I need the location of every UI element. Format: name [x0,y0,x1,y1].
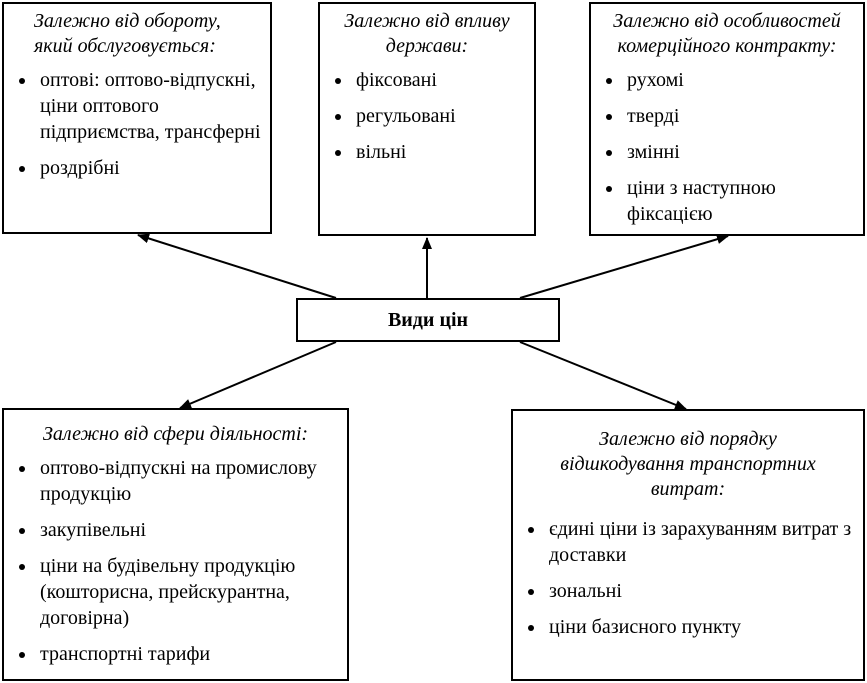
box-state: Залежно від впливу держави: фіксовані рег… [318,2,536,236]
arrow-to-activity [179,341,337,409]
item-list: оптові: оптово-відпускні, ціни оптового … [10,67,264,181]
list-item: регульовані [326,103,528,129]
center-node: Види цін [296,298,560,342]
item-list: оптово-відпускні на промислову продукцію… [10,455,341,667]
list-item: тверді [597,103,857,129]
list-item: вільні [326,139,528,165]
list-item: закупівельні [10,517,341,543]
list-item: фіксовані [326,67,528,93]
list-item: ціни базисного пункту [519,614,857,640]
box-title: Залежно від впливу держави: [344,10,510,57]
arrow-to-turnover [137,233,337,299]
list-item: єдині ціни із зарахуванням витрат з дост… [519,516,857,568]
list-item: рухомі [597,67,857,93]
box-title: Залежно від особливостей комерційного ко… [613,10,841,57]
box-title: Залежно від порядку відшкодування трансп… [560,428,816,500]
item-list: фіксовані регульовані вільні [326,67,528,165]
list-item: змінні [597,139,857,165]
box-contract: Залежно від особливостей комерційного ко… [589,2,865,236]
box-title: Залежно від обороту, який обслуговується… [34,10,221,57]
arrow-to-contract [519,234,729,299]
list-item: транспортні тарифи [10,641,341,667]
box-transport: Залежно від порядку відшкодування трансп… [511,409,865,681]
list-item: зональні [519,578,857,604]
list-item: ціни з наступною фіксацією [597,175,857,227]
box-turnover: Залежно від обороту, який обслуговується… [2,2,272,234]
item-list: єдині ціни із зарахуванням витрат з дост… [519,516,857,640]
box-activity: Залежно від сфери діяльності: оптово-від… [2,408,349,681]
box-title: Залежно від сфери діяльності: [42,423,309,445]
list-item: оптові: оптово-відпускні, ціни оптового … [10,67,264,145]
list-item: роздрібні [10,155,264,181]
list-item: ціни на будівельну продукцію (кошторисна… [10,553,341,631]
arrow-to-transport [519,341,687,410]
item-list: рухомі тверді змінні ціни з наступною фікса… [597,67,857,227]
list-item: оптово-відпускні на промислову продукцію [10,455,341,507]
